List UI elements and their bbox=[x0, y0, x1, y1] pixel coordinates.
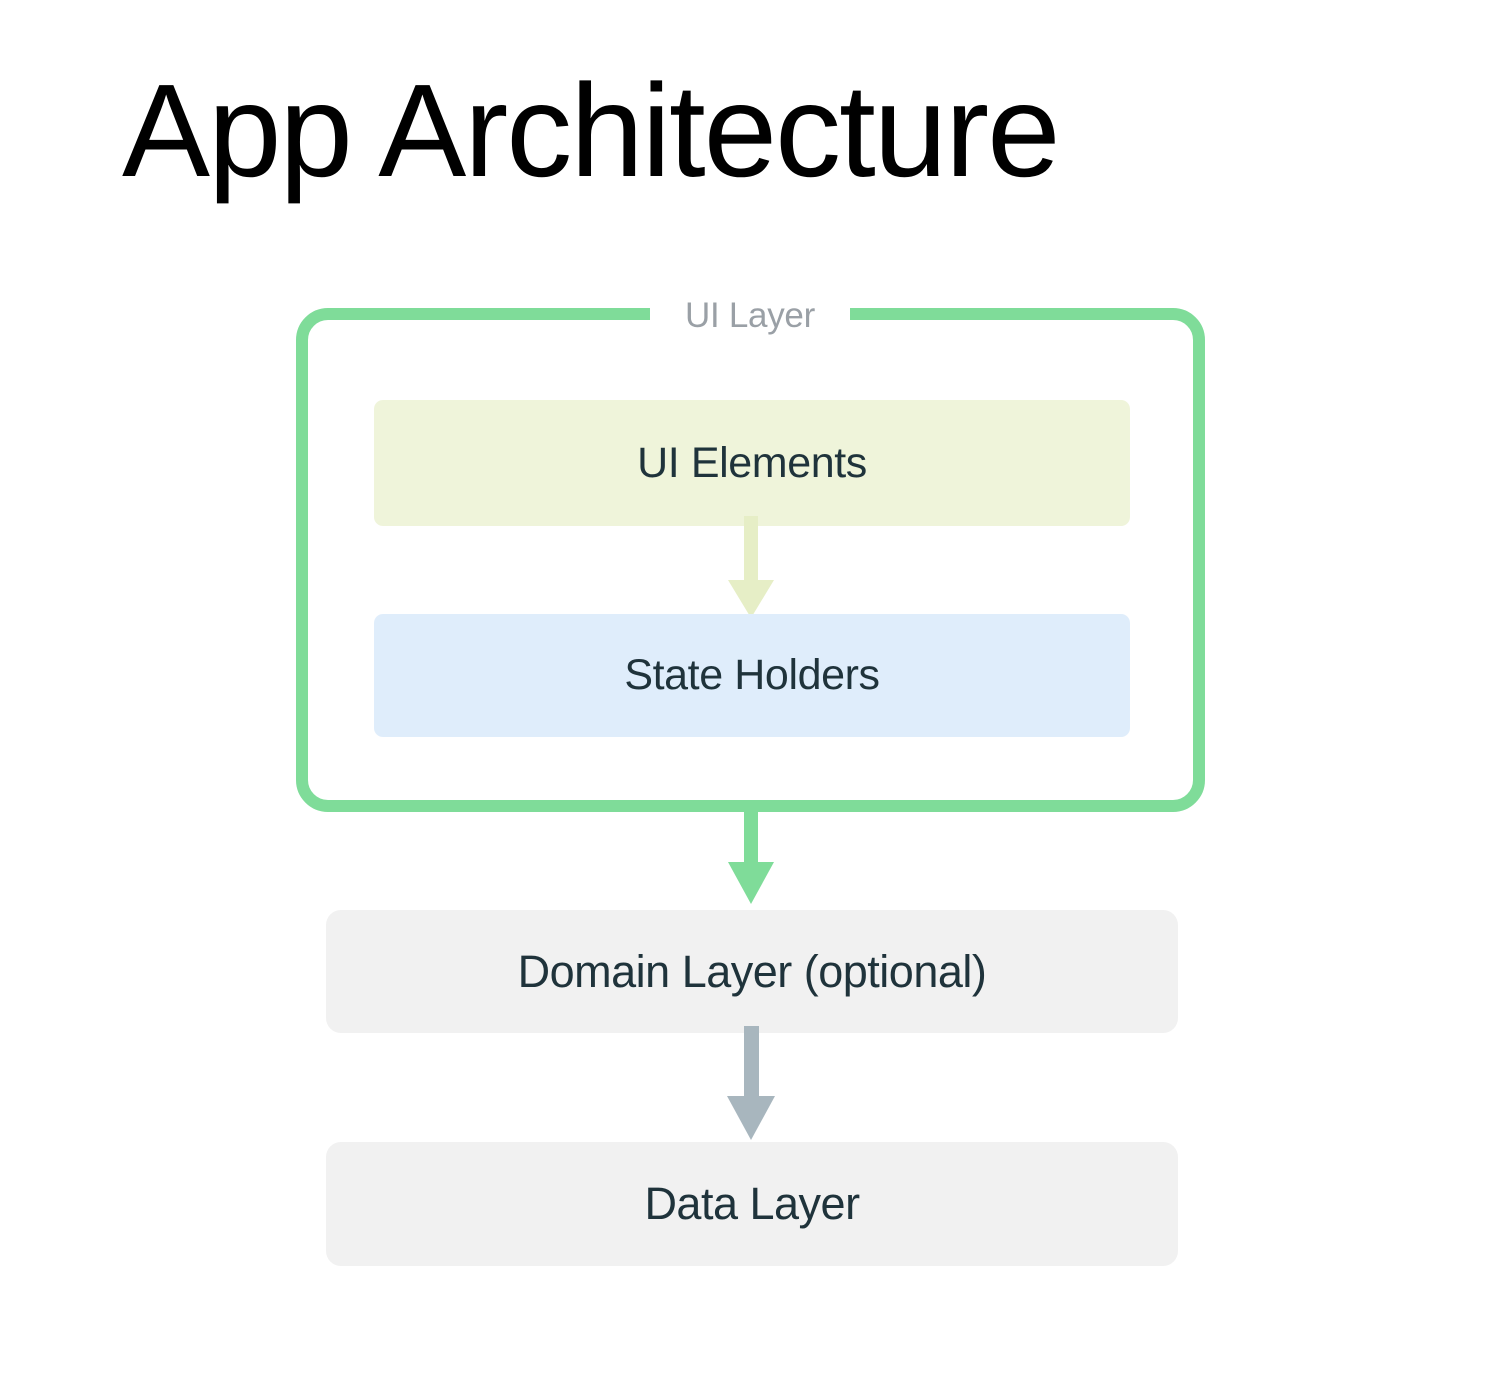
arrow-domain-layer-to-data-layer bbox=[0, 1026, 1486, 1148]
box-ui-elements[interactable]: UI Elements bbox=[374, 400, 1130, 526]
ui-layer-container bbox=[296, 308, 1205, 812]
box-domain-layer-label: Domain Layer (optional) bbox=[517, 945, 987, 997]
ui-layer-label-gap bbox=[650, 296, 850, 338]
box-data-layer-label: Data Layer bbox=[644, 1178, 860, 1229]
box-state-holders[interactable]: State Holders bbox=[374, 614, 1130, 737]
box-state-holders-label: State Holders bbox=[624, 651, 880, 699]
box-ui-elements-label: UI Elements bbox=[637, 438, 867, 487]
ui-layer-label: UI Layer bbox=[685, 296, 815, 335]
box-domain-layer[interactable]: Domain Layer (optional) bbox=[326, 910, 1178, 1033]
page-title: App Architecture bbox=[122, 57, 1061, 204]
box-data-layer[interactable]: Data Layer bbox=[326, 1142, 1178, 1266]
arrow-ui-layer-to-domain-layer bbox=[0, 800, 1486, 916]
